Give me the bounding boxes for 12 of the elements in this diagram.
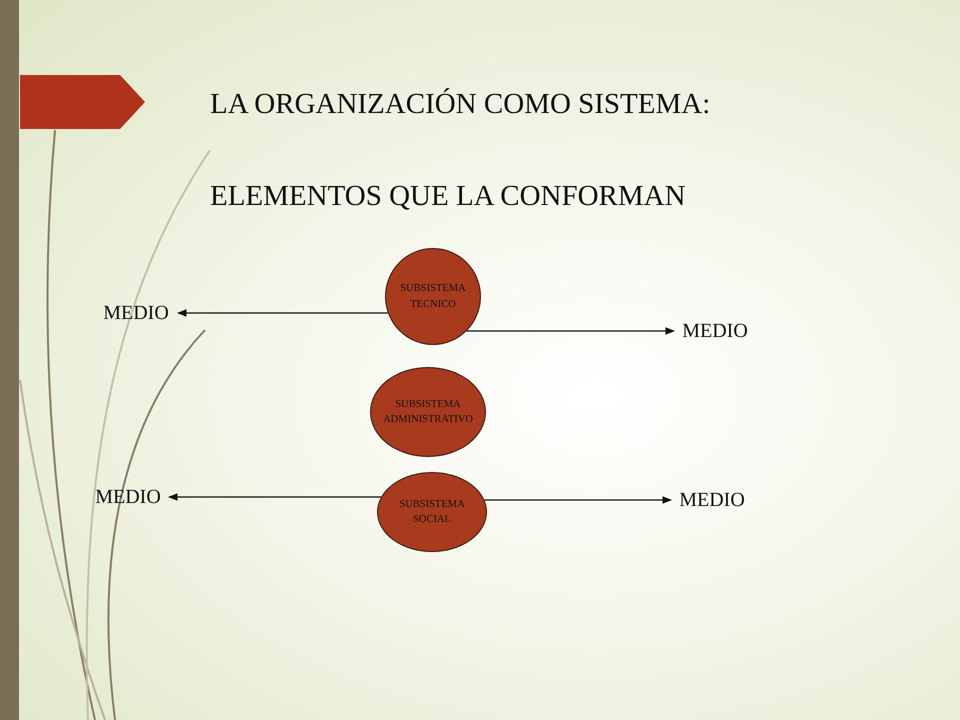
- subsystem-label: SUBSISTEMA ADMINISTRATIVO: [382, 398, 474, 427]
- subsystem-label: SUBSISTEMA SOCIAL: [398, 498, 466, 527]
- environment-label: MEDIO: [679, 488, 745, 512]
- subtitle: ELEMENTOS QUE LA CONFORMAN: [210, 180, 686, 213]
- arrow: [484, 496, 672, 504]
- environment-label: MEDIO: [103, 302, 169, 324]
- subsystem-label: SUBSISTEMA TECNICO: [399, 282, 467, 312]
- arrow: [466, 327, 675, 335]
- arrow: [177, 309, 388, 317]
- environment-label: MEDIO: [682, 320, 748, 342]
- title: LA ORGANIZACIÓN COMO SISTEMA:: [210, 88, 710, 121]
- arrow: [168, 493, 382, 501]
